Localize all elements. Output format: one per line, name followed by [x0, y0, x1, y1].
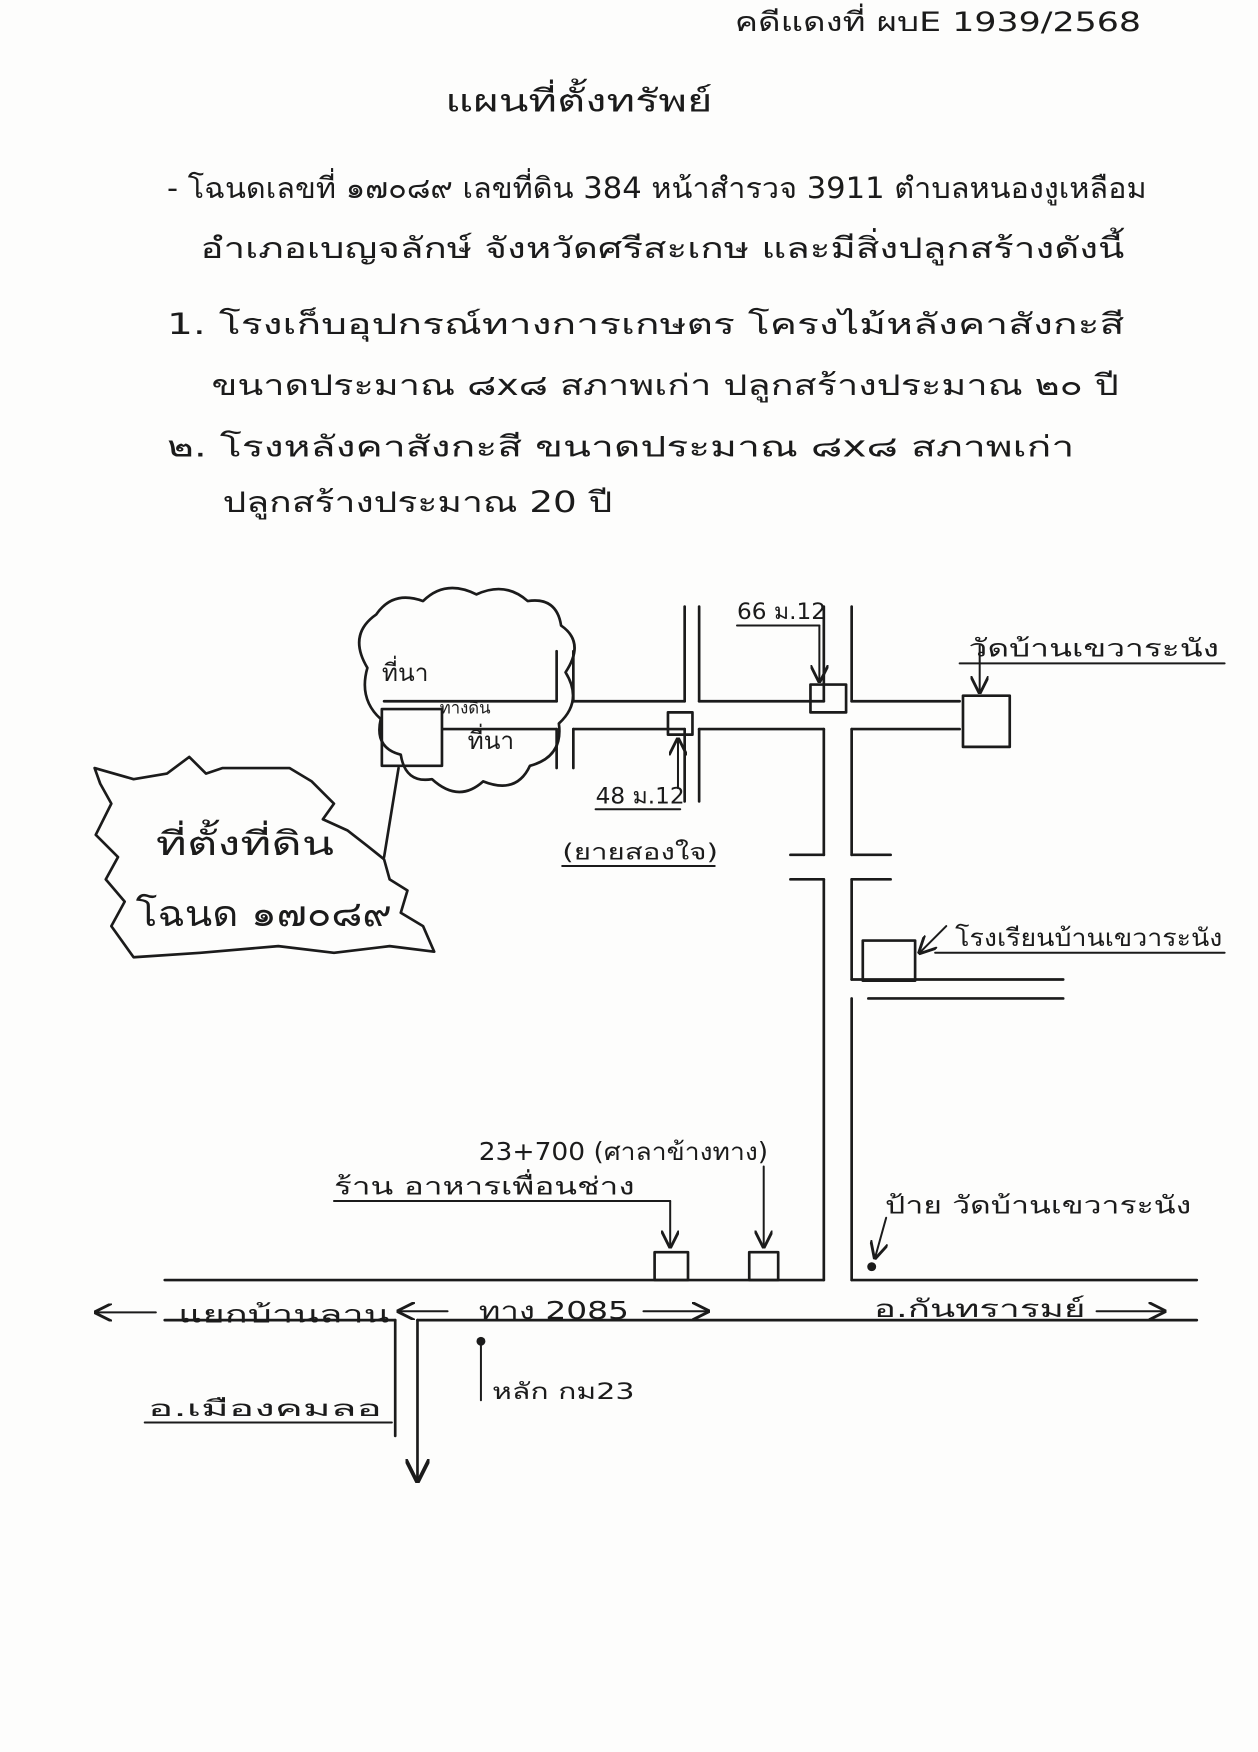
school-road	[850, 978, 1065, 1000]
house-48-label: 48 ม.12	[596, 784, 685, 810]
temple-sign-arrow	[875, 1216, 886, 1258]
school-building	[861, 939, 917, 982]
field-label-top: ที่นา	[382, 656, 429, 687]
access-road	[382, 699, 961, 731]
south-district-label: อ.เมืองคมลอ	[148, 1396, 382, 1422]
side-lane-middle	[683, 605, 701, 803]
school-arrow	[920, 925, 948, 953]
temple-sign-label: ป้าย วัดบ้านเขวาระนัง	[885, 1190, 1191, 1219]
junction-label: แยกบ้านลาน	[178, 1299, 390, 1328]
side-lane-west	[555, 649, 575, 770]
house-66-label: 66 ม.12	[737, 599, 826, 625]
page-title: แผนที่ตั้งทรัพย์	[445, 78, 712, 119]
house-48-building	[666, 711, 694, 736]
restaurant-label: ร้าน อาหารเพื่อนช่าง	[334, 1169, 635, 1200]
callout-pointer	[382, 766, 400, 859]
temple-building	[961, 694, 1012, 749]
village-main-road	[789, 605, 892, 1282]
structure-2-line-1: ๒. โรงหลังคาสังกะสี ขนาดประมาณ ๘x๘ สภาพเ…	[167, 429, 1074, 463]
highway-label: ทาง 2085	[479, 1296, 629, 1325]
km-post-label: หลัก กม23	[492, 1379, 634, 1405]
field-path-label: ทางดิน	[440, 698, 491, 717]
house-66-building	[809, 683, 848, 714]
east-district-label: อ.กันทรารมย์	[874, 1294, 1086, 1323]
case-number: คดีแดงที่ ผบE 1939/2568	[735, 3, 1141, 38]
roadside-sala-label: 23+700 (ศาลาข้างทาง)	[479, 1137, 768, 1166]
structure-2-line-2: ปลูกสร้างประมาณ 20 ปี	[223, 485, 613, 520]
roadside-sala-building	[747, 1250, 780, 1282]
rice-field-area	[357, 586, 576, 794]
school-label: โรงเรียนบ้านเขวาระนัง	[955, 923, 1222, 952]
plot-callout-box	[93, 755, 436, 959]
property-plot	[380, 707, 444, 768]
house-48-owner-label: (ยายสองใจ)	[562, 839, 718, 865]
temple-label: วัดบ้านเขวาระนัง	[969, 634, 1219, 663]
south-road	[393, 1318, 417, 1480]
highway-2085	[163, 1278, 1199, 1322]
description-line-2: อำเภอเบญจลักษ์ จังหวัดศรีสะเกษ และมีสิ่ง…	[200, 227, 1124, 266]
plot-deed-number: โฉนด ๑๗๐๘๙	[136, 894, 392, 935]
structure-1-line-2: ขนาดประมาณ ๘x๘ สภาพเก่า ปลูกสร้างประมาณ …	[212, 368, 1119, 403]
restaurant-building	[653, 1250, 690, 1282]
temple-sign-marker	[867, 1262, 877, 1272]
plot-label: ที่ตั้งที่ดิน	[156, 819, 334, 863]
description-line-1: - โฉนดเลขที่ ๑๗๐๘๙ เลขที่ดิน 384 หน้าสำร…	[167, 168, 1147, 206]
structure-1-line-1: 1. โรงเก็บอุปกรณ์ทางการเกษตร โครงไม้หลัง…	[167, 306, 1125, 342]
